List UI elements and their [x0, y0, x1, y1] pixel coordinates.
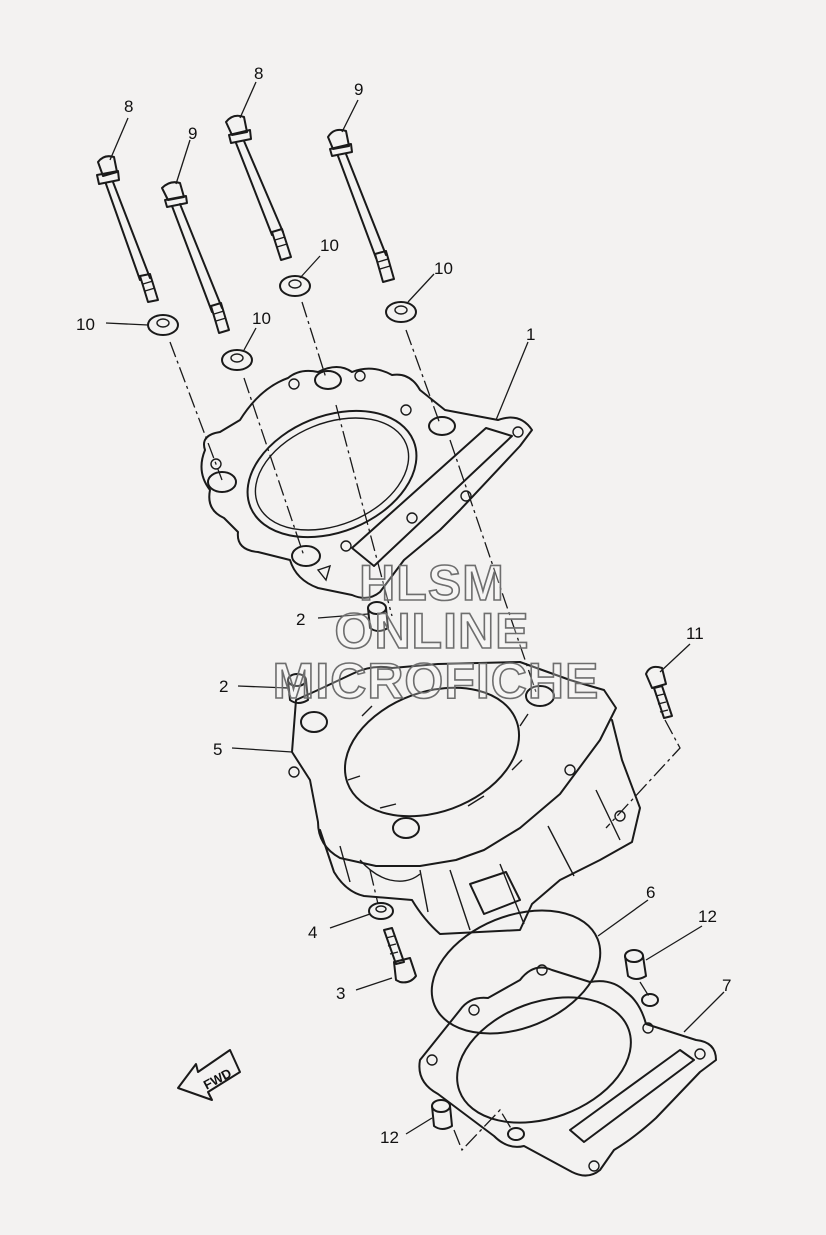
callout-9-right: 9 — [354, 80, 363, 99]
callout-10-d: 10 — [434, 259, 453, 278]
bolt-11[interactable] — [645, 665, 673, 719]
callout-12-upper: 12 — [698, 907, 717, 926]
bolt-8-right[interactable] — [225, 114, 292, 261]
watermark: HLSM ONLINE MICROFICHE — [272, 554, 600, 710]
dowel-12-upper-alignment-line — [639, 981, 651, 999]
callout-7: 7 — [722, 976, 731, 995]
forward-direction-arrow: FWD — [177, 1049, 241, 1101]
callout-9-left: 9 — [188, 124, 197, 143]
dowel-12-alignment-line — [453, 1108, 513, 1152]
fwd-label: FWD — [201, 1065, 234, 1092]
alignment-lines — [169, 301, 681, 905]
callout-8-right: 8 — [254, 64, 263, 83]
callout-leaders — [105, 81, 725, 1135]
dowel-12-lower[interactable] — [431, 1099, 453, 1130]
callout-11: 11 — [686, 624, 704, 643]
bolt-9-left[interactable] — [161, 181, 230, 334]
cylinder-base-gasket[interactable] — [418, 964, 717, 1177]
washer-10-c[interactable] — [279, 275, 311, 297]
washer-10-a[interactable] — [147, 314, 179, 336]
callout-10-b: 10 — [252, 309, 271, 328]
callout-6: 6 — [646, 883, 655, 902]
dowel-pin-2-upper[interactable] — [367, 601, 389, 632]
callout-5: 5 — [213, 740, 222, 759]
callout-2-upper: 2 — [296, 610, 305, 629]
callout-2-lower: 2 — [219, 677, 228, 696]
washer-10-d[interactable] — [385, 301, 417, 323]
cylinder-block[interactable] — [288, 661, 641, 935]
watermark-line-2: ONLINE — [335, 603, 530, 659]
callout-4: 4 — [308, 923, 317, 942]
watermark-line-1: HLSM — [359, 555, 505, 611]
callout-labels: 8 8 9 9 10 10 10 10 1 2 2 5 4 3 11 6 12 … — [76, 64, 731, 1147]
dowel-pin-2-lower[interactable] — [287, 673, 309, 704]
callout-8-left: 8 — [124, 97, 133, 116]
cylinder-head-gasket[interactable] — [200, 366, 533, 599]
washer-4[interactable] — [368, 902, 394, 920]
dowel-12-upper[interactable] — [624, 949, 647, 980]
callout-12-lower: 12 — [380, 1128, 399, 1147]
watermark-line-3: MICROFICHE — [273, 653, 600, 709]
bolt-3[interactable] — [383, 927, 417, 984]
callout-1: 1 — [526, 325, 535, 344]
bolt-8-left[interactable] — [96, 155, 159, 303]
washer-10-b[interactable] — [221, 349, 253, 371]
callout-10-c: 10 — [320, 236, 339, 255]
bolt-9-right[interactable] — [327, 128, 395, 283]
o-ring-6[interactable] — [413, 887, 618, 1057]
callout-10-a: 10 — [76, 315, 95, 334]
callout-3: 3 — [336, 984, 345, 1003]
